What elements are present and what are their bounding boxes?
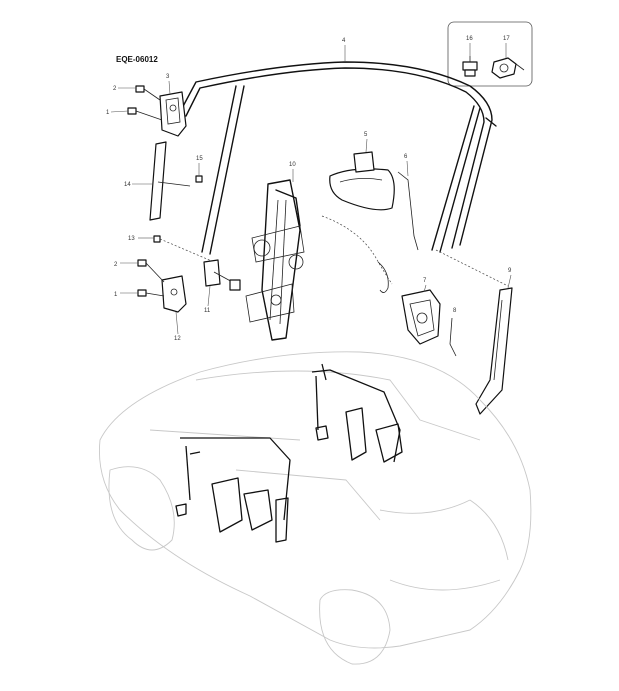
callout-8: 8 bbox=[453, 308, 457, 314]
leader-9 bbox=[507, 274, 512, 289]
callout-9: 9 bbox=[508, 268, 512, 274]
callout-2-top: 2 bbox=[113, 86, 117, 92]
callout-11: 11 bbox=[204, 308, 211, 314]
part-12-lower-hinge bbox=[161, 275, 187, 313]
part-2-bolt-top bbox=[135, 85, 161, 101]
callout-13: 13 bbox=[128, 236, 135, 242]
inset-box-fasteners: 16 17 bbox=[447, 21, 533, 87]
leader-1-top bbox=[110, 110, 129, 113]
part-5-door-handle bbox=[329, 151, 395, 211]
callout-10: 10 bbox=[289, 162, 296, 168]
callout-14: 14 bbox=[124, 182, 131, 188]
leader-11 bbox=[207, 285, 211, 307]
part-7-door-latch bbox=[401, 289, 441, 345]
part-3-upper-hinge bbox=[159, 91, 187, 137]
part-9-rear-channel bbox=[435, 249, 513, 415]
diagram-code: EQE-06012 bbox=[116, 55, 158, 64]
callout-15: 15 bbox=[196, 156, 203, 162]
vehicle-installed-parts bbox=[175, 363, 403, 543]
part-4-window-frame bbox=[179, 61, 497, 255]
vehicle-outline bbox=[99, 351, 532, 665]
leader-5 bbox=[365, 138, 368, 153]
callout-12: 12 bbox=[174, 336, 181, 342]
part-1-bolt-top bbox=[127, 107, 163, 121]
callout-3: 3 bbox=[166, 74, 170, 80]
callout-7: 7 bbox=[423, 278, 427, 284]
part-14-belt-trim bbox=[149, 141, 191, 221]
callout-1-top: 1 bbox=[106, 110, 110, 116]
part-10-window-regulator bbox=[245, 179, 305, 341]
part-8-latch-rod bbox=[449, 317, 457, 357]
callout-16: 16 bbox=[466, 36, 473, 42]
part-17-clip bbox=[491, 57, 525, 79]
callout-5: 5 bbox=[364, 132, 368, 138]
latch-cable bbox=[321, 215, 393, 285]
part-13-screw bbox=[153, 235, 215, 263]
part-6-handle-rod bbox=[397, 171, 419, 251]
leader-12 bbox=[175, 311, 179, 335]
leader-6 bbox=[406, 160, 409, 177]
callout-4: 4 bbox=[342, 38, 346, 44]
part-2-bolt-bottom bbox=[137, 259, 165, 283]
callout-2-bottom: 2 bbox=[114, 262, 118, 268]
part-15-screw bbox=[195, 175, 203, 183]
leader-7 bbox=[423, 284, 427, 293]
part-1-bolt-bottom bbox=[137, 289, 165, 297]
callout-17: 17 bbox=[503, 36, 510, 42]
callout-6: 6 bbox=[404, 154, 408, 160]
callout-1-bottom: 1 bbox=[114, 292, 118, 298]
part-11-door-check bbox=[203, 259, 241, 291]
inset-frame bbox=[447, 21, 533, 87]
cable-coil bbox=[377, 261, 389, 293]
part-16-bolt bbox=[462, 56, 478, 77]
leader-3 bbox=[168, 80, 171, 95]
